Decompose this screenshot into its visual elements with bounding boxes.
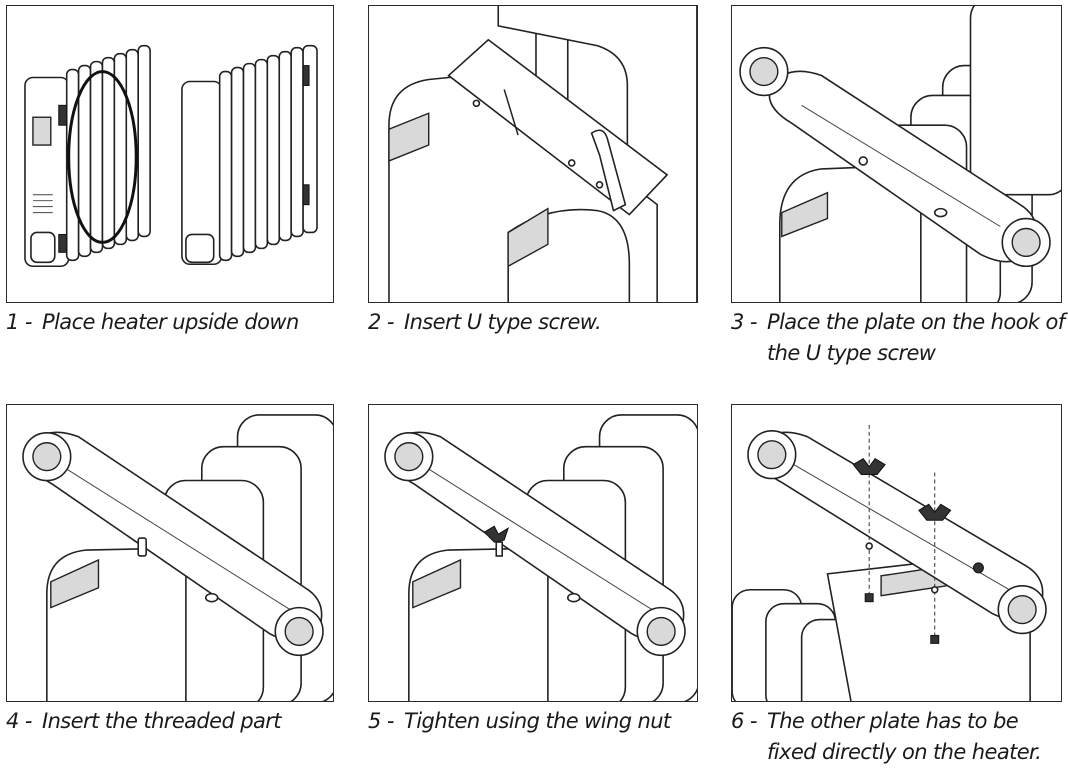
step-2-number: 2 -	[368, 310, 394, 334]
step-6-number: 6 -	[731, 709, 757, 733]
step-6-illustration	[731, 404, 1062, 702]
step-1-illustration	[6, 5, 334, 303]
step-2-illustration	[368, 5, 698, 303]
step-5-text: Tighten using the wing nut	[404, 709, 671, 733]
step-5-illustration	[368, 404, 698, 702]
step-4-number: 4 -	[6, 709, 32, 733]
step-6-text-line2: fixed directly on the heater.	[767, 740, 1042, 764]
step-6-text-line1: The other plate has to be	[767, 709, 1019, 733]
step-6-caption: 6 - The other plate has to be fixed direc…	[731, 706, 1042, 768]
step-2-text: Insert U type screw.	[404, 310, 602, 334]
step-1-text: Place heater upside down	[42, 310, 299, 334]
step-1-caption: 1 - Place heater upside down	[6, 307, 299, 338]
step-3-text-line2: the U type screw	[767, 341, 936, 365]
step-5-number: 5 -	[368, 709, 394, 733]
step-4-caption: 4 - Insert the threaded part	[6, 706, 282, 737]
step-3-caption: 3 - Place the plate on the hook of the U …	[731, 307, 1065, 369]
step-5-caption: 5 - Tighten using the wing nut	[368, 706, 671, 737]
step-1-number: 1 -	[6, 310, 32, 334]
step-3-number: 3 -	[731, 310, 757, 334]
step-4-text: Insert the threaded part	[42, 709, 282, 733]
step-2-caption: 2 - Insert U type screw.	[368, 307, 602, 338]
step-3-text-line1: Place the plate on the hook of	[767, 310, 1065, 334]
step-4-illustration	[6, 404, 334, 702]
step-3-illustration	[731, 5, 1062, 303]
